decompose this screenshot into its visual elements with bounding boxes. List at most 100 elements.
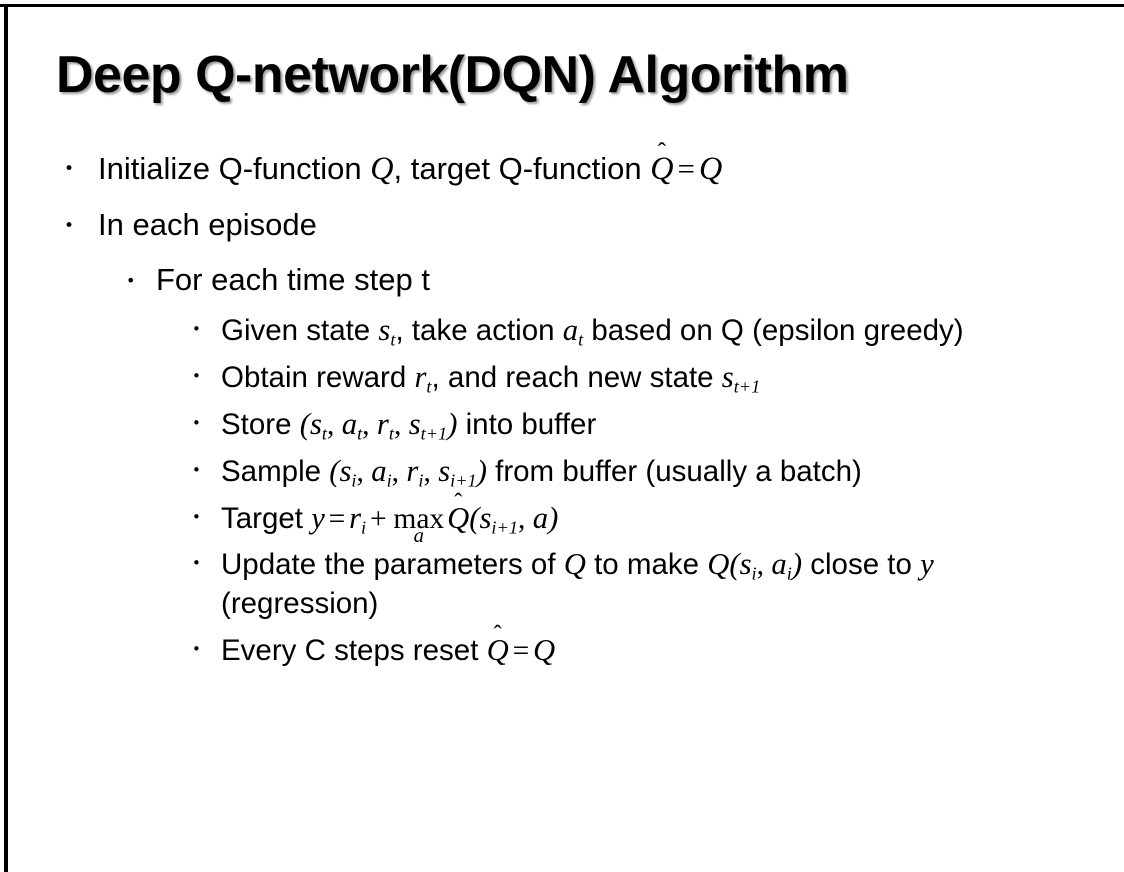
list-item-sample-batch: • Sample (si, ai, ri, si+1) from buffer …	[0, 451, 1090, 492]
math-var-y: y	[311, 501, 325, 536]
math-var-q: Q	[533, 633, 556, 668]
math-operator-equals: =	[512, 635, 530, 668]
bullet-marker: •	[192, 367, 201, 386]
math-var-a: a	[371, 454, 387, 489]
text-fragment: to make	[585, 548, 708, 582]
math-paren-open: (	[299, 407, 310, 442]
math-operator-equals: =	[677, 151, 696, 186]
list-item-text: Initialize Q-function Q, target Q-functi…	[98, 148, 1090, 190]
math-paren-close: )	[447, 407, 458, 442]
math-var-a: a	[341, 407, 358, 442]
math-paren-close: )	[791, 547, 803, 582]
list-item-text: Every C steps reset ̂Q=Q	[221, 630, 1090, 671]
math-paren-close: )	[476, 454, 487, 489]
math-var-s-next: s	[479, 501, 492, 536]
math-subscript-i: i	[786, 563, 792, 584]
text-fragment: Every C steps reset	[221, 634, 487, 668]
math-subscript-t-plus-1: t+1	[733, 376, 761, 397]
math-var-q-base: Q	[486, 633, 509, 668]
page-title: Deep Q-network(DQN) Algorithm	[56, 46, 849, 104]
text-fragment: Initialize Q-function	[98, 151, 371, 186]
list-item-each-time-step: • For each time step t	[0, 260, 1090, 300]
list-item-text: Sample (si, ai, ri, si+1) from buffer (u…	[221, 451, 1090, 492]
math-operator-plus: +	[369, 503, 387, 536]
list-item-text: In each episode	[98, 206, 317, 242]
bullet-marker: •	[192, 554, 201, 573]
math-var-q-hat: ̂Q	[650, 152, 673, 184]
text-fragment: Update the parameters of	[221, 548, 564, 582]
math-comma: ,	[391, 456, 407, 489]
text-fragment: , take action	[395, 314, 563, 348]
list-item-text: Given state st, take action at based on …	[221, 310, 1090, 351]
math-subscript-i: i	[418, 470, 424, 491]
math-var-s: s	[309, 407, 322, 442]
list-item-update-parameters: • Update the parameters of Q to make Q(s…	[0, 544, 1090, 624]
bullet-marker: •	[192, 640, 201, 659]
math-subscript-t: t	[388, 423, 394, 444]
text-fragment: Store	[221, 408, 300, 442]
list-item-text: For each time step t	[156, 262, 430, 298]
math-var-q2: Q	[699, 150, 723, 186]
math-var-q2: Q	[707, 547, 730, 582]
math-var-y: y	[920, 547, 934, 582]
text-fragment: Obtain reward	[221, 361, 415, 395]
math-paren-open: (	[329, 454, 340, 489]
text-fragment: Given state	[221, 314, 379, 348]
bullet-marker: •	[192, 461, 201, 480]
list-item-target-equation: • Target y=ri+maxâQ(si+1, a)	[0, 498, 1090, 546]
text-fragment: (regression)	[221, 587, 379, 621]
math-var-r: r	[406, 454, 419, 489]
math-subscript-i: i	[751, 563, 757, 584]
math-var-a: a	[562, 313, 579, 348]
bullet-marker: •	[64, 159, 75, 179]
text-fragment: , and reach new state	[431, 361, 722, 395]
math-var-q-hat: ̂Q	[447, 503, 469, 534]
list-item-each-episode: • In each episode	[0, 205, 1090, 245]
math-subscript-t: t	[357, 423, 363, 444]
bullet-marker: •	[192, 320, 201, 339]
math-comma: ,	[326, 409, 342, 442]
list-item-given-state: • Given state st, take action at based o…	[0, 310, 1090, 351]
math-var-a: a	[532, 501, 549, 536]
math-subscript-t: t	[578, 329, 584, 350]
math-subscript-t-plus-1: t+1	[420, 423, 448, 444]
bullet-marker: •	[192, 508, 201, 527]
math-var-q-base: Q	[447, 501, 470, 536]
math-subscript-i-plus-1: i+1	[491, 517, 518, 538]
math-operator-equals: =	[328, 503, 346, 536]
text-fragment: , target Q-function	[393, 151, 651, 186]
math-subscript-t: t	[321, 423, 327, 444]
math-var-q: Q	[563, 547, 586, 582]
math-subscript-t: t	[426, 376, 432, 397]
math-var-s: s	[739, 547, 752, 582]
math-var-s-next: s	[438, 454, 451, 489]
math-var-s: s	[378, 313, 391, 348]
list-item-text: Store (st, at, rt, st+1) into buffer	[221, 404, 1090, 445]
bullet-marker: •	[126, 271, 136, 291]
math-subscript-i-plus-1: i+1	[450, 470, 477, 491]
text-fragment: close to	[802, 548, 921, 582]
slide-border-top	[0, 4, 1124, 7]
list-item-reset-target-network: • Every C steps reset ̂Q=Q	[0, 630, 1090, 671]
text-fragment: from buffer (usually a batch)	[486, 455, 862, 489]
math-var-s: s	[339, 454, 352, 489]
math-max-label: max	[393, 503, 445, 536]
math-comma: ,	[517, 503, 533, 536]
math-var-q-hat: ̂Q	[487, 635, 509, 666]
math-var-q-base: Q	[650, 150, 674, 186]
list-item-text: Target y=ri+maxâQ(si+1, a)	[221, 498, 1090, 546]
math-paren-open: (	[729, 547, 740, 582]
math-var-r: r	[376, 407, 389, 442]
list-item-text: Obtain reward rt, and reach new state st…	[221, 357, 1090, 398]
text-fragment: into buffer	[457, 408, 597, 442]
math-subscript-i: i	[351, 470, 357, 491]
bullet-marker: •	[192, 414, 201, 433]
math-comma: ,	[756, 549, 772, 582]
math-max-underscript: a	[413, 525, 424, 548]
math-subscript-i: i	[386, 470, 392, 491]
math-paren-open: (	[469, 501, 480, 536]
math-subscript-t: t	[390, 329, 396, 350]
math-comma: ,	[356, 456, 372, 489]
slide-border-left	[4, 4, 8, 872]
